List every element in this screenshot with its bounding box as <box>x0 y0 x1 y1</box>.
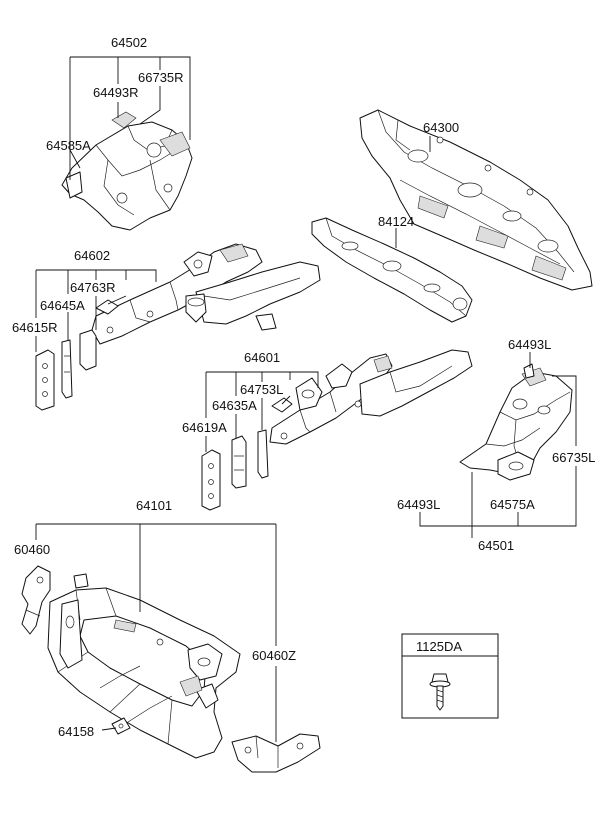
label-64158: 64158 <box>58 724 94 739</box>
front-side-member-assembly-left <box>459 363 573 481</box>
label-64585A: 64585A <box>46 138 91 153</box>
front-end-carrier <box>47 573 241 759</box>
label-64493L-bottom: 64493L <box>397 497 440 512</box>
label-64493R: 64493R <box>93 85 139 100</box>
label-64635A: 64635A <box>212 398 257 413</box>
front-side-member-left <box>269 349 473 445</box>
bracket-64619A <box>201 449 221 511</box>
label-64501: 64501 <box>478 538 514 553</box>
label-64493L-top: 64493L <box>508 337 551 352</box>
label-64645A: 64645A <box>40 298 85 313</box>
cowl-cross-member <box>311 217 473 323</box>
clip-64158 <box>111 717 131 735</box>
label-84124: 84124 <box>378 214 414 229</box>
front-side-member-assembly-right <box>61 111 193 231</box>
bracket-64645A <box>61 339 73 399</box>
label-64602: 64602 <box>74 248 110 263</box>
bracket-64753L <box>257 397 293 479</box>
label-64300: 64300 <box>423 120 459 135</box>
label-64101: 64101 <box>136 498 172 513</box>
bolt-icon <box>429 673 451 711</box>
label-60460Z: 60460Z <box>252 648 296 663</box>
bolt-callout-box: 1125DA <box>401 633 499 719</box>
label-64502: 64502 <box>111 35 147 50</box>
bracket-64635A <box>231 435 247 489</box>
dash-panel <box>359 109 593 291</box>
label-1125DA: 1125DA <box>416 639 462 654</box>
label-66735L: 66735L <box>552 450 595 465</box>
label-64619A: 64619A <box>182 420 227 435</box>
label-60460: 60460 <box>14 542 50 557</box>
bracket-60460 <box>21 565 51 635</box>
label-64753L: 64753L <box>240 382 283 397</box>
label-64763R: 64763R <box>70 280 116 295</box>
label-64601: 64601 <box>244 350 280 365</box>
bracket-60460Z <box>231 733 321 773</box>
label-64615R: 64615R <box>12 320 58 335</box>
bracket-64763R <box>79 299 119 371</box>
label-64575A: 64575A <box>490 497 535 512</box>
front-side-member-right <box>91 243 321 345</box>
label-66735R: 66735R <box>138 70 184 85</box>
bracket-64615R <box>35 349 55 411</box>
